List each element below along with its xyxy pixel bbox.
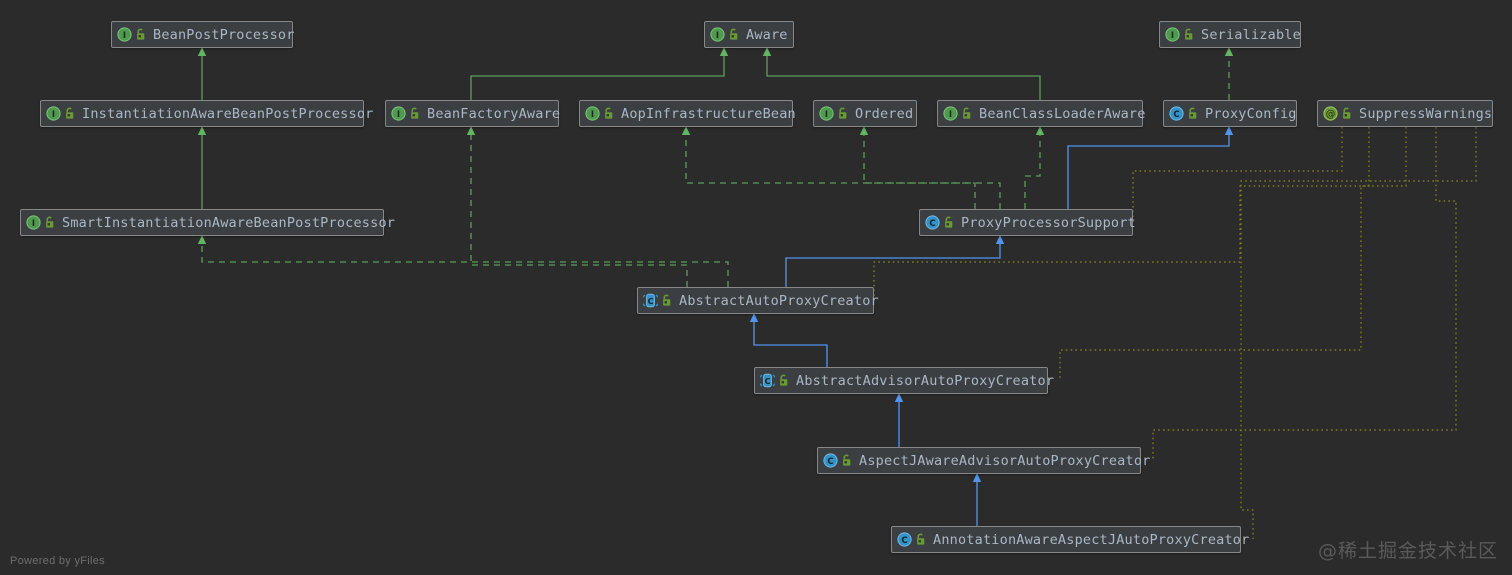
class-node-SmartInstantiationAwareBeanPostProcessor[interactable]: I SmartInstantiationAwareBeanPostProcesso… [20,209,395,236]
class-node-AbstractAutoProxyCreator[interactable]: C AbstractAutoProxyCreator [637,287,879,314]
svg-text:I: I [716,31,719,41]
public-lock-icon [64,107,75,120]
public-lock-icon [409,107,420,120]
edge-ProxyProcessorSupport-to-Ordered [864,127,1001,209]
powered-by-label: Powered by yFiles [10,555,105,567]
interface-icon: I [46,106,61,121]
svg-text:I: I [123,31,126,41]
class-icon: C [823,453,838,468]
class-node-label: SmartInstantiationAwareBeanPostProcessor [62,214,396,231]
class-node-BeanFactoryAware[interactable]: I BeanFactoryAware [385,100,561,127]
public-lock-icon [1183,28,1194,41]
interface-icon: I [585,106,600,121]
public-lock-icon [603,107,614,120]
edge-BeanFactoryAware-to-Aware [470,48,724,100]
public-lock-icon [661,294,672,307]
svg-text:I: I [52,110,55,120]
class-node-label: ProxyProcessorSupport [961,214,1136,231]
class-node-label: InstantiationAwareBeanPostProcessor [82,105,374,122]
class-node-label: SuppressWarnings [1359,105,1493,122]
edge-AbstractAutoProxyCreator-to-BeanFactoryAware [471,127,688,287]
public-lock-icon [961,107,972,120]
svg-text:@: @ [1326,109,1336,120]
svg-text:I: I [949,110,952,120]
svg-text:C: C [648,297,654,306]
interface-icon: I [26,215,41,230]
edge-SuppressWarnings-to-AspectJAwareAdvisorAutoProxyCreator [1152,127,1457,460]
class-node-AbstractAdvisorAutoProxyCreator[interactable]: C AbstractAdvisorAutoProxyCreator [754,367,1054,394]
edge-ProxyProcessorSupport-to-ProxyConfig [1067,127,1229,209]
abstract-class-icon: C [643,293,658,308]
class-icon: C [925,215,940,230]
public-lock-icon [728,28,739,41]
public-lock-icon [837,107,848,120]
svg-text:I: I [1171,31,1174,41]
class-icon: C [897,532,912,547]
edge-ProxyProcessorSupport-to-AopInfrastructureBean [686,127,976,209]
class-node-AopInfrastructureBean[interactable]: I AopInfrastructureBean [579,100,796,127]
class-node-ProxyProcessorSupport[interactable]: C ProxyProcessorSupport [919,209,1136,236]
edge-SuppressWarnings-to-AnnotationAwareAspectJAutoProxyCreator [1240,127,1477,539]
class-node-label: AbstractAutoProxyCreator [679,292,879,309]
interface-icon: I [391,106,406,121]
class-node-label: Ordered [855,105,914,122]
class-node-label: AopInfrastructureBean [621,105,796,122]
class-node-label: Aware [746,26,788,43]
public-lock-icon [135,28,146,41]
svg-text:C: C [827,457,833,467]
class-node-Ordered[interactable]: I Ordered [813,100,917,127]
edge-AbstractAutoProxyCreator-to-ProxyProcessorSupport [785,236,1000,287]
public-lock-icon [1187,107,1198,120]
watermark-label: @稀土掘金技术社区 [1317,540,1498,562]
class-node-label: ProxyConfig [1205,105,1297,122]
class-node-label: AnnotationAwareAspectJAutoProxyCreator [933,531,1250,548]
interface-icon: I [710,27,725,42]
edge-AbstractAutoProxyCreator-to-SmartInstantiationAwareBeanPostProcessor [202,236,729,287]
public-lock-icon [943,216,954,229]
public-lock-icon [1341,107,1352,120]
public-lock-icon [778,374,789,387]
class-node-label: AspectJAwareAdvisorAutoProxyCreator [859,452,1151,469]
public-lock-icon [915,533,926,546]
edge-ProxyProcessorSupport-to-BeanClassLoaderAware [1024,127,1040,209]
svg-text:C: C [901,536,907,546]
edge-SuppressWarnings-to-AbstractAdvisorAutoProxyCreator [1059,127,1407,380]
class-node-AspectJAwareAdvisorAutoProxyCreator[interactable]: C AspectJAwareAdvisorAutoProxyCreator [817,447,1150,474]
class-node-label: BeanFactoryAware [427,105,561,122]
edge-AbstractAdvisorAutoProxyCreator-to-AbstractAutoProxyCreator [754,314,828,367]
interface-icon: I [819,106,834,121]
interface-icon: I [117,27,132,42]
class-icon: C [1169,106,1184,121]
public-lock-icon [841,454,852,467]
abstract-class-icon: C [760,373,775,388]
svg-text:C: C [1173,110,1179,120]
class-node-label: BeanClassLoaderAware [979,105,1146,122]
class-node-label: AbstractAdvisorAutoProxyCreator [796,372,1055,389]
class-node-SuppressWarnings[interactable]: @ SuppressWarnings [1317,100,1493,127]
class-node-BeanPostProcessor[interactable]: I BeanPostProcessor [111,21,295,48]
svg-text:I: I [825,110,828,120]
class-node-ProxyConfig[interactable]: C ProxyConfig [1163,100,1297,127]
edge-SuppressWarnings-to-ProxyProcessorSupport [1132,127,1343,222]
class-node-InstantiationAwareBeanPostProcessor[interactable]: I InstantiationAwareBeanPostProcessor [40,100,373,127]
svg-text:I: I [32,219,35,229]
public-lock-icon [44,216,55,229]
interface-icon: I [1165,27,1180,42]
class-node-BeanClassLoaderAware[interactable]: I BeanClassLoaderAware [937,100,1146,127]
class-node-label: BeanPostProcessor [153,26,295,43]
class-node-Serializable[interactable]: I Serializable [1159,21,1301,48]
svg-text:I: I [397,110,400,120]
class-node-Aware[interactable]: I Aware [704,21,794,48]
svg-text:I: I [591,110,594,120]
annotation-icon: @ [1323,106,1338,121]
edge-BeanClassLoaderAware-to-Aware [767,48,1041,100]
interface-icon: I [943,106,958,121]
svg-text:C: C [929,219,935,229]
svg-text:C: C [765,377,771,386]
class-node-AnnotationAwareAspectJAutoProxyCreator[interactable]: C AnnotationAwareAspectJAutoProxyCreator [891,526,1249,553]
class-node-label: Serializable [1201,26,1301,43]
